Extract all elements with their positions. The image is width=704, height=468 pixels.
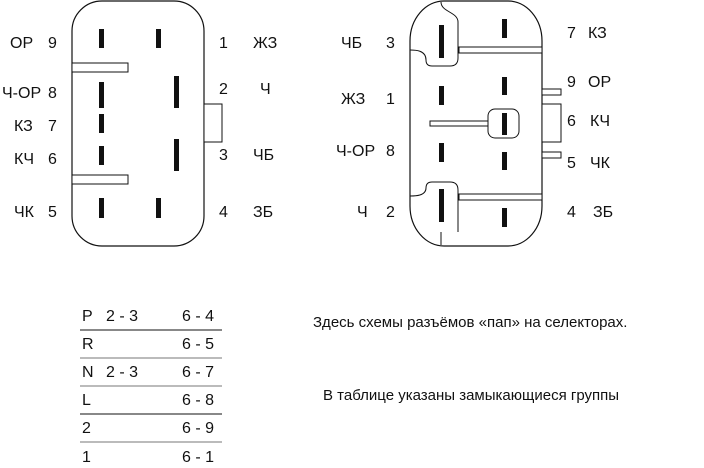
wire-label: КЗ xyxy=(14,118,33,135)
position-label: N xyxy=(82,364,94,381)
contact-5 xyxy=(99,198,104,218)
wire-label: ЖЗ xyxy=(253,35,277,52)
wire-label: ЧК xyxy=(590,155,611,172)
wire-label: ЧБ xyxy=(341,35,362,52)
contact-8 xyxy=(439,143,444,162)
contact-8 xyxy=(99,82,104,108)
note-line-2: В таблице указаны замыкающиеся группы xyxy=(323,387,619,404)
pin-label: 4 xyxy=(567,204,576,221)
contact-7 xyxy=(502,19,507,38)
pin-label: 8 xyxy=(48,85,57,102)
left-key-tab-bottom xyxy=(71,174,129,185)
wire-label: Ч-ОР xyxy=(2,85,41,102)
wire-label: Ч-ОР xyxy=(336,143,375,160)
right-connector-labels: ЧБ 3 ЖЗ 1 Ч-ОР 8 Ч 2 7 КЗ 9 ОР 6 КЧ 5 ЧК… xyxy=(336,25,613,221)
note-line-1: Здесь схемы разъёмов «пап» на селекторах… xyxy=(313,314,627,331)
group2: 6 - 1 xyxy=(182,449,214,466)
wire-label: КЧ xyxy=(14,151,34,168)
table-row: 2 6 - 9 xyxy=(82,420,214,437)
pin-label: 8 xyxy=(386,143,395,160)
right-contact-3-shroud xyxy=(409,1,459,67)
wire-label: КЧ xyxy=(590,113,610,130)
table-row: N 2 - 3 6 - 7 xyxy=(82,364,214,381)
position-label: 2 xyxy=(82,420,91,437)
wire-label: ЧБ xyxy=(253,147,274,164)
contact-1 xyxy=(439,86,444,105)
pin-label: 5 xyxy=(48,204,57,221)
right-bar-middle xyxy=(429,120,489,127)
wire-label: КЗ xyxy=(588,25,607,42)
contact-6 xyxy=(99,146,104,165)
pin-label: 2 xyxy=(386,204,395,221)
contact-9 xyxy=(99,29,104,48)
wire-label: ЧК xyxy=(14,204,35,221)
pin-label: 3 xyxy=(386,35,395,52)
contact-7 xyxy=(99,114,104,133)
right-contact-2-shroud xyxy=(409,181,459,245)
contact-3 xyxy=(174,139,179,171)
contact-6 xyxy=(502,113,507,135)
wire-label: ОР xyxy=(10,35,33,52)
position-label: P xyxy=(82,308,93,325)
left-connector-labels: ОР 9 Ч-ОР 8 КЗ 7 КЧ 6 ЧК 5 1 ЖЗ 2 Ч 3 ЧБ… xyxy=(2,35,277,221)
wire-label: Ч xyxy=(260,81,271,98)
right-bar-bottom xyxy=(458,193,543,201)
right-contacts xyxy=(439,19,507,227)
group2: 6 - 9 xyxy=(182,420,214,437)
pin-label: 6 xyxy=(48,151,57,168)
right-connector: ЧБ 3 ЖЗ 1 Ч-ОР 8 Ч 2 7 КЗ 9 ОР 6 КЧ 5 ЧК… xyxy=(336,0,613,247)
contact-4 xyxy=(156,198,161,218)
pin-label: 6 xyxy=(567,113,576,130)
pin-label: 1 xyxy=(386,91,395,108)
pin-label: 5 xyxy=(567,155,576,172)
pin-label: 9 xyxy=(48,35,57,52)
right-bar-top xyxy=(458,46,543,54)
group2: 6 - 4 xyxy=(182,308,214,325)
contact-5 xyxy=(502,152,507,170)
table-row: L 6 - 8 xyxy=(82,392,214,409)
switch-table: P 2 - 3 6 - 4 R 6 - 5 N 2 - 3 6 - 7 L 6 … xyxy=(80,308,222,466)
left-key-tab-top xyxy=(71,62,129,73)
left-connector: ОР 9 Ч-ОР 8 КЗ 7 КЧ 6 ЧК 5 1 ЖЗ 2 Ч 3 ЧБ… xyxy=(2,0,277,247)
contact-4 xyxy=(502,208,507,227)
pin-label: 9 xyxy=(567,74,576,91)
right-tab-9 xyxy=(541,88,562,96)
position-label: 1 xyxy=(82,449,91,466)
contact-1 xyxy=(156,29,161,48)
pin-label: 3 xyxy=(219,147,228,164)
table-row: R 6 - 5 xyxy=(82,336,214,353)
group1: 2 - 3 xyxy=(106,308,138,325)
wire-label: ЖЗ xyxy=(341,91,365,108)
table-row: 1 6 - 1 xyxy=(82,449,214,466)
position-label: L xyxy=(82,392,91,409)
right-tab-5 xyxy=(541,151,562,159)
pin-label: 1 xyxy=(219,35,228,52)
pin-label: 7 xyxy=(48,118,57,135)
contact-2 xyxy=(439,189,444,222)
group2: 6 - 7 xyxy=(182,364,214,381)
wire-label: Ч xyxy=(357,204,368,221)
left-connector-body xyxy=(71,0,205,247)
contact-3 xyxy=(439,25,444,58)
left-latch xyxy=(203,103,223,143)
pin-label: 4 xyxy=(219,204,228,221)
position-label: R xyxy=(82,336,94,353)
contact-2 xyxy=(174,76,179,108)
wire-label: ЗБ xyxy=(593,204,613,221)
group2: 6 - 8 xyxy=(182,392,214,409)
wire-label: ЗБ xyxy=(253,204,273,221)
group1: 2 - 3 xyxy=(106,364,138,381)
table-row: P 2 - 3 6 - 4 xyxy=(82,308,214,325)
pin-label: 7 xyxy=(567,25,576,42)
group2: 6 - 5 xyxy=(182,336,214,353)
right-latch xyxy=(541,103,562,143)
left-contacts xyxy=(99,29,179,218)
contact-9 xyxy=(502,77,507,95)
wire-label: ОР xyxy=(588,74,611,91)
pin-label: 2 xyxy=(219,81,228,98)
